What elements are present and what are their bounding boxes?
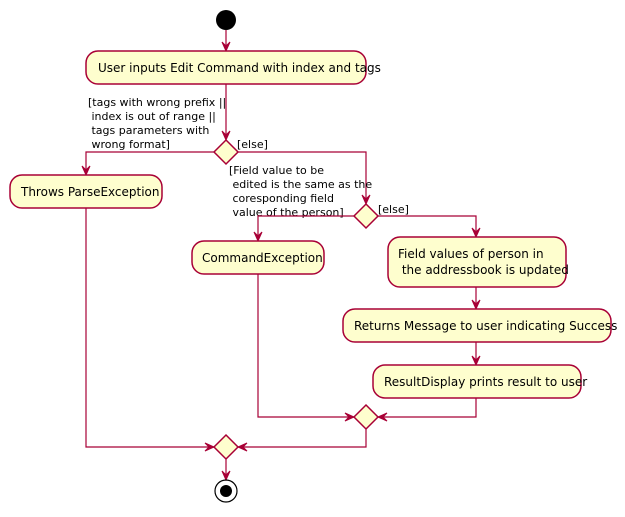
activity-field-updated-label: Field values of person in the addressboo…: [0, 0, 580, 277]
flow-parse-exception-to-merge-outer: [85, 208, 214, 448]
flow-merge-inner-to-merge-outer: [238, 429, 367, 448]
activity-result-display: [372, 364, 582, 399]
arrowhead: [221, 41, 231, 53]
guard-invalid-input: [tags with wrong prefix || index is out …: [0, 0, 244, 151]
end-node-outer: [214, 479, 238, 503]
guard-invalid-line-3: tags parameters with: [88, 124, 209, 137]
arrowhead: [471, 355, 481, 367]
flow-decision-2-to-field-updated: [378, 215, 477, 236]
end-node-inner: [220, 485, 232, 497]
merge-outer: [212, 433, 240, 461]
flow-decision-to-parse-exception: [85, 151, 214, 174]
guard-invalid-line-2: index is out of range ||: [88, 110, 216, 123]
arrowhead: [344, 412, 356, 422]
arrowhead: [221, 130, 231, 142]
activity-field-updated: [387, 236, 567, 288]
arrowhead: [253, 231, 263, 243]
activity-result-display-label: ResultDisplay prints result to user: [384, 375, 587, 389]
activity-field-updated-line-1: Field values of person in: [398, 247, 544, 261]
flow-decision-to-decision-2: [238, 151, 367, 203]
arrowhead: [471, 299, 481, 311]
guard-invalid-line-1: [tags with wrong prefix ||: [88, 96, 226, 109]
start-node: [216, 10, 236, 30]
merge-inner: [352, 403, 380, 431]
decision-validate-input: [212, 138, 240, 166]
activity-returns-message: [342, 308, 612, 343]
arrowhead: [471, 227, 481, 239]
arrowhead: [81, 165, 91, 177]
guard-same-line-2: edited is the same as the: [229, 178, 372, 191]
activity-command-exception-label: CommandException: [202, 251, 323, 265]
flow-command-exception-to-merge-inner: [257, 274, 354, 418]
arrowhead: [221, 470, 231, 482]
activity-field-updated-line-2: the addressbook is updated: [398, 263, 569, 277]
arrowhead: [204, 442, 216, 452]
flow-decision-2-to-command-exception: [257, 215, 354, 240]
guard-else-1: [else]: [237, 138, 268, 151]
decision-field-same: [352, 202, 380, 230]
arrowhead: [236, 442, 248, 452]
activity-user-input-label: User inputs Edit Command with index and …: [98, 61, 381, 75]
arrowhead: [361, 194, 371, 206]
guard-invalid-line-4: wrong format]: [88, 138, 170, 151]
flow-display-to-merge-inner: [378, 398, 477, 418]
guard-same-line-4: value of the person]: [229, 206, 344, 219]
guard-same-line-1: [Field value to be: [229, 164, 324, 177]
guard-same-line-3: coresponding field: [229, 192, 334, 205]
guard-else-2: [else]: [378, 203, 409, 216]
arrowhead: [376, 412, 388, 422]
activity-throws-parse-exception-label: Throws ParseException: [20, 185, 160, 199]
activity-returns-message-label: Returns Message to user indicating Succe…: [354, 319, 617, 333]
